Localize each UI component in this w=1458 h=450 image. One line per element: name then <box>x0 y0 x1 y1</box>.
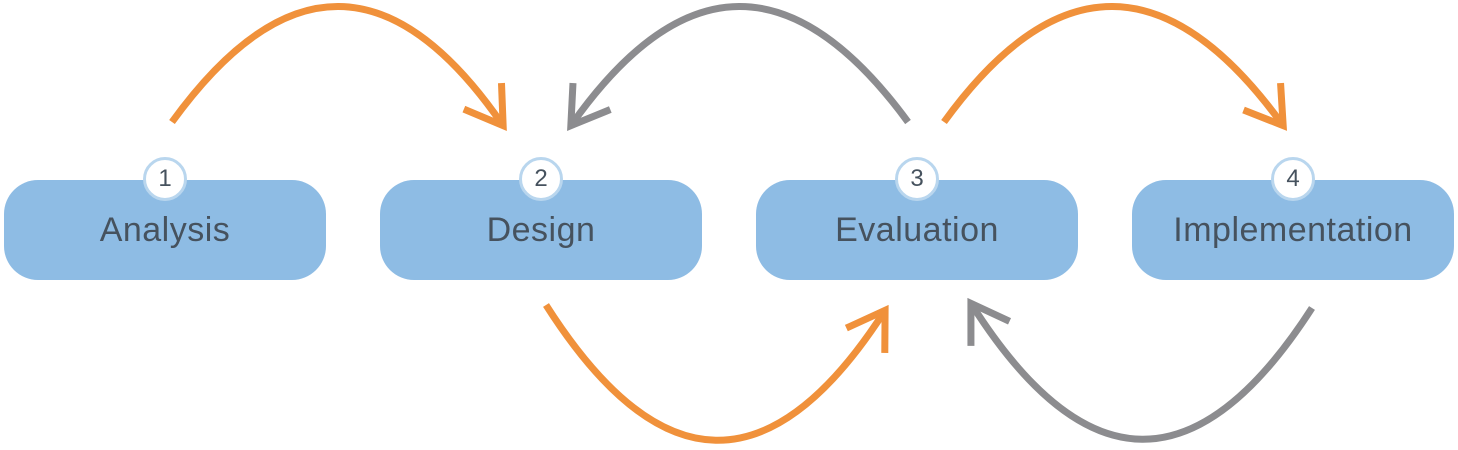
arrow-evaluation-to-implementation <box>941 3 1288 131</box>
step-label: Design <box>486 210 596 249</box>
step-label: Evaluation <box>835 210 999 249</box>
step-number-badge: 3 <box>895 157 939 201</box>
arrow-evaluation-to-design <box>567 3 911 131</box>
arrow-analysis-to-design <box>169 3 507 132</box>
step-number: 2 <box>534 165 548 192</box>
step-evaluation: 3 Evaluation <box>756 157 1078 280</box>
step-design: 2 Design <box>380 157 702 280</box>
arrow-implementation-to-evaluation <box>967 297 1315 443</box>
step-analysis: 1 Analysis <box>4 157 326 280</box>
step-number: 1 <box>158 165 172 192</box>
step-number-badge: 1 <box>143 157 187 201</box>
arrow-design-to-evaluation <box>543 303 889 444</box>
step-number: 3 <box>910 165 924 192</box>
step-label: Analysis <box>99 210 231 249</box>
step-implementation: 4 Implementation <box>1132 157 1454 280</box>
step-label: Implementation <box>1173 210 1413 249</box>
step-number-badge: 4 <box>1271 157 1315 201</box>
step-number-badge: 2 <box>519 157 563 201</box>
step-number: 4 <box>1286 165 1300 192</box>
